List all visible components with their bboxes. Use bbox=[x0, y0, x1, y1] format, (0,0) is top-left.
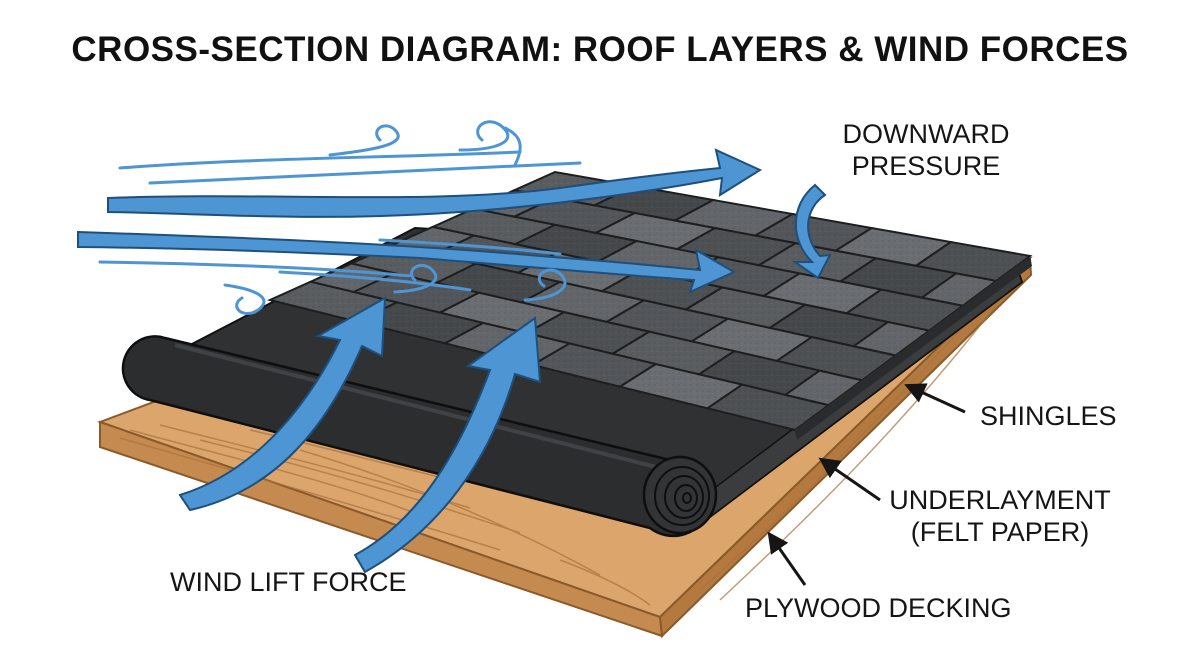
shingle-texture bbox=[515, 224, 637, 262]
shingle-texture bbox=[514, 197, 635, 233]
shingle-texture bbox=[846, 289, 963, 331]
wind-flow bbox=[77, 120, 763, 315]
downward-pressure-label: DOWNWARD PRESSURE bbox=[842, 119, 1010, 181]
wind-lift-arrow-right bbox=[353, 316, 542, 574]
underlayment-label: UNDERLAYMENT (FELT PAPER) bbox=[889, 485, 1111, 547]
wind-lift-arrow-left bbox=[178, 296, 387, 512]
felt-roll-spiral bbox=[654, 466, 710, 526]
underlayment-pointer bbox=[818, 457, 881, 502]
wind-stream-upper bbox=[107, 148, 763, 218]
wind-lift-force-label: WIND LIFT FORCE bbox=[170, 567, 407, 597]
shingle-texture bbox=[916, 242, 1030, 281]
shingles-label: SHINGLES bbox=[980, 401, 1117, 431]
felt-roll bbox=[121, 335, 718, 538]
shingle-texture bbox=[526, 312, 650, 354]
label-pointers bbox=[767, 383, 966, 586]
shingle-texture bbox=[436, 263, 560, 303]
wind-swirls bbox=[223, 120, 567, 315]
shingle-texture bbox=[532, 343, 656, 387]
shingle-texture bbox=[785, 370, 863, 406]
shingle-texture bbox=[763, 273, 882, 314]
shingle-texture bbox=[755, 214, 872, 251]
shingle-texture bbox=[675, 200, 793, 236]
shingle-texture bbox=[835, 228, 951, 266]
shingle-texture bbox=[707, 384, 829, 430]
wind-stream-lower bbox=[77, 230, 737, 294]
shingle-texture bbox=[521, 281, 644, 322]
shingle-texture bbox=[853, 321, 930, 356]
shingle-texture bbox=[691, 318, 812, 361]
shingle-texture bbox=[357, 302, 484, 344]
plywood-pointer bbox=[767, 531, 807, 586]
shingle-texture bbox=[777, 337, 896, 381]
shingle-texture bbox=[595, 212, 716, 250]
shingle-texture bbox=[699, 351, 820, 395]
shingle-texture bbox=[620, 364, 743, 409]
shingle-texture bbox=[601, 270, 723, 310]
shingle-texture bbox=[606, 300, 728, 342]
diagram-title: CROSS-SECTION DIAGRAM: ROOF LAYERS & WIN… bbox=[71, 30, 1129, 69]
downward-pressure-arrow bbox=[791, 183, 832, 280]
shingle-texture bbox=[922, 273, 997, 306]
wind-lift-arrows bbox=[178, 296, 542, 574]
shingle-texture bbox=[353, 273, 480, 313]
shingle-texture bbox=[612, 331, 735, 375]
shingle-texture bbox=[769, 304, 888, 347]
shingle-edge bbox=[795, 256, 1032, 440]
shingle-texture bbox=[685, 287, 806, 328]
shingle-texture bbox=[677, 228, 796, 266]
wind-streaks bbox=[98, 150, 582, 292]
plywood-decking-label: PLYWOOD DECKING bbox=[745, 593, 1012, 623]
shingles-pointer bbox=[904, 383, 966, 414]
shingle-texture bbox=[432, 208, 556, 245]
